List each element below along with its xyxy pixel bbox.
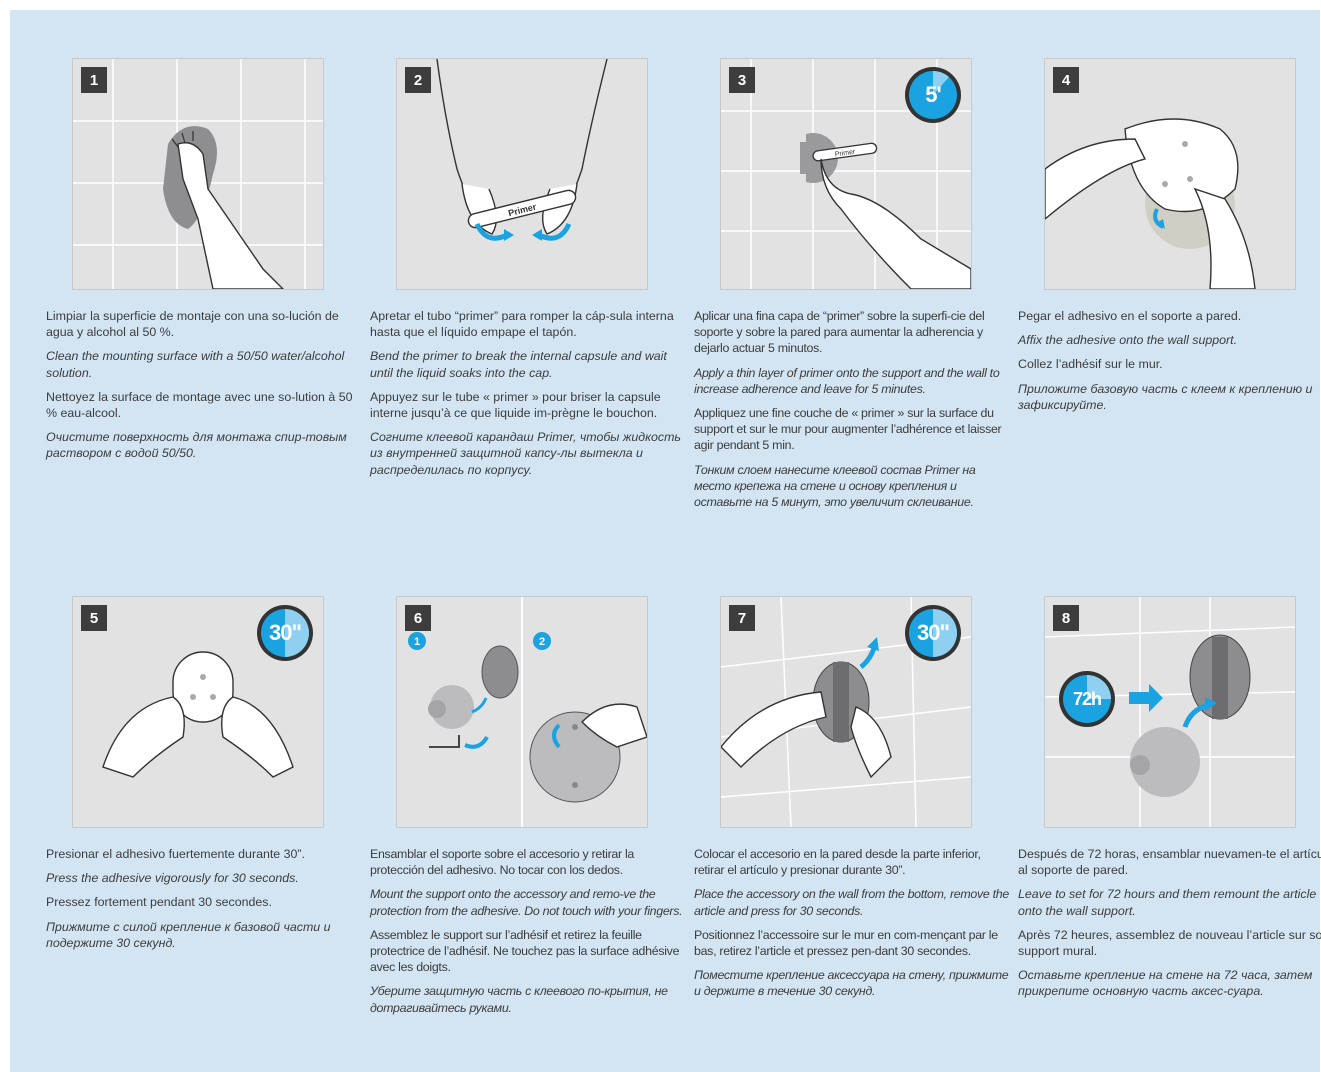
hand-icon (821, 159, 971, 289)
step-3: Primer 3 5' Aplicar una fina capa de “pr… (694, 58, 1012, 518)
step-1-illustration: 1 (72, 58, 324, 290)
text-es: Limpiar la superficie de montaje con una… (46, 308, 364, 340)
timer-label: 30" (255, 603, 315, 663)
step-6: 1 2 6 Ensamblar el soporte sobre el acce… (370, 596, 688, 1024)
text-ru: Прижмите с силой крепление к базовой час… (46, 919, 364, 951)
text-fr: Nettoyez la surface de montage avec une … (46, 389, 364, 421)
timer-label: 72h (1057, 669, 1117, 729)
text-ru: Тонким слоем нанесите клеевой состав Pri… (694, 462, 1012, 511)
step-8: 8 72h Después de 72 horas, ensamblar nue… (1018, 596, 1321, 1008)
step-number-badge: 2 (405, 67, 431, 93)
arrow-right-icon (1129, 684, 1163, 712)
step-2-text: Apretar el tubo “primer” para romper la … (370, 308, 688, 478)
left-hand-icon (721, 692, 826, 767)
step-number-badge: 5 (81, 605, 107, 631)
step-4-text: Pegar el adhesivo en el soporte a pared.… (1018, 308, 1321, 413)
text-ru: Оставьте крепление на стене на 72 часа, … (1018, 967, 1321, 999)
step-2: Primer 2 Apretar el tubo “primer” para r… (370, 58, 688, 486)
timer-30-seconds-icon: 30" (255, 603, 315, 663)
step-5: 5 30" Presionar el adhesivo fuertemente … (46, 596, 364, 959)
svg-text:2: 2 (539, 636, 545, 648)
text-fr: Appliquez une fine couche de « primer » … (694, 405, 1012, 454)
tiled-wall-illustration (73, 59, 323, 289)
text-fr: Collez l’adhésif sur le mur. (1018, 356, 1321, 372)
step-5-text: Presionar el adhesivo fuertemente durant… (46, 846, 364, 951)
left-hand-icon (1045, 139, 1145, 219)
affix-adhesive-illustration (1045, 59, 1295, 289)
text-fr: Assemblez le support sur l’adhésif et re… (370, 927, 688, 976)
timer-30-seconds-icon: 30" (903, 603, 963, 663)
step-8-text: Después de 72 horas, ensamblar nuevamen-… (1018, 846, 1321, 1000)
timer-label: 5' (903, 65, 963, 125)
step-4: 4 Pegar el adhesivo en el soporte a pare… (1018, 58, 1321, 421)
timer-5-minutes-icon: 5' (903, 65, 963, 125)
primer-tube-illustration: Primer (397, 59, 647, 289)
text-es: Aplicar una fina capa de “primer” sobre … (694, 308, 1012, 357)
text-es: Apretar el tubo “primer” para romper la … (370, 308, 688, 340)
text-fr: Appuyez sur le tube « primer » pour bris… (370, 389, 688, 421)
step-4-illustration: 4 (1044, 58, 1296, 290)
step-7-text: Colocar el accesorio en la pared desde l… (694, 846, 1012, 1000)
text-en: Bend the primer to break the internal ca… (370, 348, 688, 380)
text-es: Presionar el adhesivo fuertemente durant… (46, 846, 364, 862)
timer-72-hours-icon: 72h (1057, 669, 1117, 729)
text-fr: Après 72 heures, assemblez de nouveau l’… (1018, 927, 1321, 959)
text-ru: Приложите базовую часть с клеем к крепле… (1018, 381, 1321, 413)
text-en: Apply a thin layer of primer onto the su… (694, 365, 1012, 397)
text-en: Place the accessory on the wall from the… (694, 886, 1012, 918)
text-en: Leave to set for 72 hours and them remou… (1018, 886, 1321, 918)
text-ru: Уберите защитную часть с клеевого по-кры… (370, 983, 688, 1015)
step-5-illustration: 5 30" (72, 596, 324, 828)
step-number-badge: 8 (1053, 605, 1079, 631)
wall-support-icon (482, 646, 518, 698)
step-1: 1 Limpiar la superficie de montaje con u… (46, 58, 364, 470)
text-fr: Positionnez l’accessoire sur le mur en c… (694, 927, 1012, 959)
step-number-badge: 4 (1053, 67, 1079, 93)
step-number-badge: 1 (81, 67, 107, 93)
text-en: Press the adhesive vigorously for 30 sec… (46, 870, 364, 886)
step-2-illustration: Primer 2 (396, 58, 648, 290)
step-3-illustration: Primer 3 5' (720, 58, 972, 290)
mount-support-illustration: 1 2 (397, 597, 647, 827)
left-hand-icon (103, 697, 184, 777)
text-es: Pegar el adhesivo en el soporte a pared. (1018, 308, 1321, 324)
text-fr: Pressez fortement pendant 30 secondes. (46, 894, 364, 910)
step-number-badge: 6 (405, 605, 431, 631)
step-1-text: Limpiar la superficie de montaje con una… (46, 308, 364, 462)
instruction-sheet: 1 Limpiar la superficie de montaje con u… (10, 10, 1320, 1072)
text-es: Colocar el accesorio en la pared desde l… (694, 846, 1012, 878)
step-7-illustration: 7 30" (720, 596, 972, 828)
text-en: Clean the mounting surface with a 50/50 … (46, 348, 364, 380)
text-ru: Поместите крепление аксессуара на стену,… (694, 967, 1012, 999)
text-ru: Очистите поверхность для монтажа спир-то… (46, 429, 364, 461)
text-en: Mount the support onto the accessory and… (370, 886, 688, 918)
step-3-text: Aplicar una fina capa de “primer” sobre … (694, 308, 1012, 510)
step-6-illustration: 1 2 6 (396, 596, 648, 828)
text-es: Ensamblar el soporte sobre el accesorio … (370, 846, 688, 878)
step-number-badge: 3 (729, 67, 755, 93)
text-en: Affix the adhesive onto the wall support… (1018, 332, 1321, 348)
timer-label: 30" (903, 603, 963, 663)
step-number-badge: 7 (729, 605, 755, 631)
svg-text:1: 1 (414, 636, 420, 648)
step-7: 7 30" Colocar el accesorio en la pared d… (694, 596, 1012, 1008)
step-6-text: Ensamblar el soporte sobre el accesorio … (370, 846, 688, 1016)
text-ru: Согните клеевой карандаш Primer, чтобы ж… (370, 429, 688, 478)
step-8-illustration: 8 72h (1044, 596, 1296, 828)
right-hand-icon (222, 697, 293, 777)
text-es: Después de 72 horas, ensamblar nuevamen-… (1018, 846, 1321, 878)
